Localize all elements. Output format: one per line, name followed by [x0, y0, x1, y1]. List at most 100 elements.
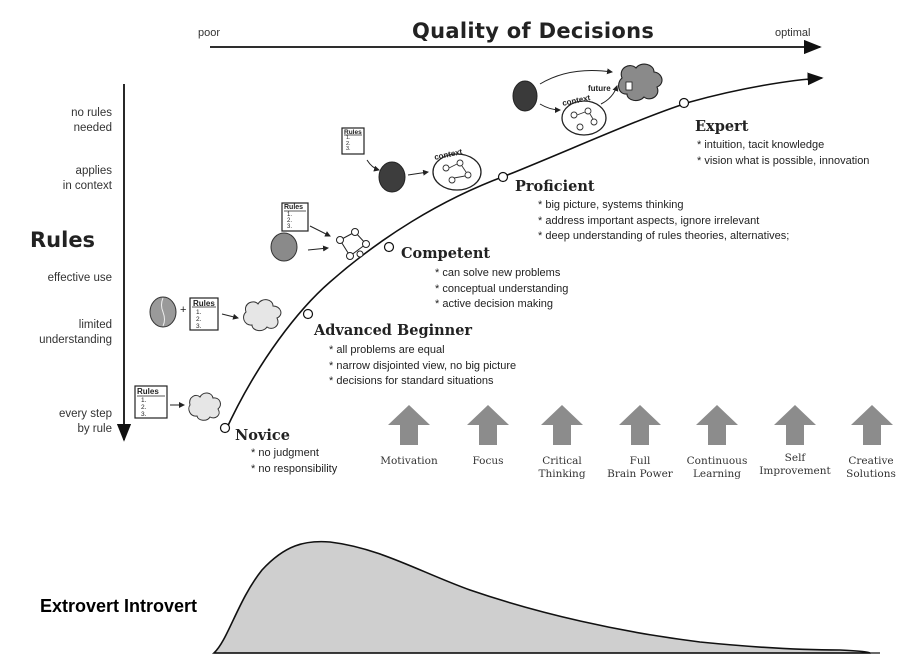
- stage-point: * no responsibility: [251, 462, 338, 475]
- advanced-beginner-illustration: [149, 296, 282, 332]
- novice-rules-card-items: 1. 2. 3.: [141, 397, 146, 418]
- stage-competent: Competent * can solve new problems * con…: [401, 245, 568, 313]
- stage-competent-title: Competent: [401, 245, 491, 262]
- driver-label-line: Self: [784, 452, 806, 464]
- rules-level-line: by rule: [77, 423, 112, 435]
- rules-axis-title: Rules: [30, 228, 96, 252]
- expert-illustration: [512, 63, 663, 136]
- novice-illustration: [134, 385, 221, 421]
- stage-expert: Expert * intuition, tacit knowledge * vi…: [695, 118, 869, 169]
- quality-axis-right-label: optimal: [775, 27, 811, 39]
- rules-level-applies: applies in context: [63, 164, 112, 194]
- proficient-marker: [497, 171, 509, 183]
- driver-label-line: Brain Power: [607, 468, 673, 480]
- driver-label-line: Creative: [848, 455, 894, 467]
- driver-label-line: Thinking: [538, 468, 586, 480]
- rules-level-every-step: every step by rule: [59, 407, 112, 437]
- rules-card-item: 1.: [287, 212, 293, 218]
- stage-point: * conceptual understanding: [435, 282, 569, 295]
- rules-card-item: 1.: [196, 309, 202, 316]
- rules-level-limited: limited understanding: [39, 318, 112, 348]
- stage-point: * address important aspects, ignore irre…: [538, 214, 760, 227]
- proficient-rules-card-items: 1. 2. 3.: [346, 135, 351, 153]
- rules-level-line: no rules: [71, 107, 112, 119]
- competent-rules-card-items: 1. 2. 3.: [287, 212, 292, 230]
- driver-continuous-learning: Continuous Learning: [681, 455, 753, 481]
- stage-proficient-points: * big picture, systems thinking * addres…: [538, 198, 789, 245]
- stage-point: * vision what is possible, innovation: [697, 154, 870, 167]
- driver-self-improvement: Self Improvement: [757, 452, 833, 478]
- extrovert-introvert-distribution: [211, 540, 871, 654]
- stage-point: * intuition, tacit knowledge: [697, 139, 825, 151]
- driver-label-line: Motivation: [380, 455, 438, 467]
- stage-advanced-beginner: Advanced Beginner * all problems are equ…: [314, 322, 516, 390]
- stage-expert-points: * intuition, tacit knowledge * vision wh…: [697, 138, 869, 169]
- expert-marker: [678, 97, 690, 109]
- rules-card-item: 2.: [196, 316, 202, 323]
- stage-advanced-beginner-title: Advanced Beginner: [314, 322, 473, 339]
- driver-label-line: Learning: [692, 468, 742, 480]
- competent-illustration: [270, 202, 370, 262]
- rules-card-item: 3.: [196, 323, 202, 330]
- stage-advanced-beginner-points: * all problems are equal * narrow disjoi…: [329, 343, 516, 390]
- rules-card-item: 1.: [141, 397, 147, 404]
- rules-card-item: 2.: [141, 404, 147, 411]
- rules-card-item: 3.: [141, 411, 147, 418]
- rules-card-item: 1.: [346, 135, 351, 141]
- driver-label-line: Solutions: [846, 468, 896, 480]
- driver-label-line: Full: [629, 455, 651, 467]
- driver-motivation: Motivation: [379, 455, 439, 468]
- extrovert-introvert-label: Extrovert Introvert: [40, 596, 198, 616]
- rules-level-line: every step: [58, 408, 112, 420]
- novice-rules-card-title: Rules: [137, 387, 159, 396]
- stage-point: * no judgment: [251, 447, 319, 459]
- rules-level-line: applies: [75, 165, 112, 177]
- driver-label-line: Improvement: [759, 465, 831, 477]
- quality-axis-title: Quality of Decisions: [412, 19, 655, 43]
- advanced-rules-card-items: 1. 2. 3.: [196, 309, 201, 330]
- rules-card-item: 2.: [346, 140, 351, 147]
- driver-label-line: Critical: [542, 455, 582, 467]
- rules-card-item: 3.: [346, 146, 351, 152]
- proficient-rules-card-title: Rules: [344, 129, 362, 136]
- proficient-illustration: [341, 127, 482, 193]
- driver-critical-thinking: Critical Thinking: [532, 455, 592, 481]
- stage-point: * deep understanding of rules theories, …: [538, 230, 790, 242]
- driver-label-line: Continuous: [686, 455, 748, 467]
- stage-point: * all problems are equal: [329, 344, 445, 356]
- rules-level-no-rules: no rules needed: [71, 106, 112, 136]
- novice-marker: [219, 422, 231, 434]
- rules-card-item: 2.: [287, 218, 293, 224]
- advanced-rules-card-title: Rules: [193, 299, 215, 308]
- rules-level-line: effective use: [47, 272, 112, 284]
- driver-label-line: Focus: [472, 455, 504, 467]
- stage-point: * narrow disjointed view, no big picture: [329, 359, 517, 372]
- quality-axis-left-label: poor: [198, 27, 221, 39]
- rules-level-line: in context: [62, 180, 112, 192]
- rules-level-line: needed: [73, 122, 112, 134]
- stage-point: * active decision making: [435, 298, 554, 310]
- rules-card-item: 3.: [287, 224, 293, 230]
- rules-level-line: limited: [78, 319, 112, 331]
- stage-proficient-title: Proficient: [515, 178, 595, 195]
- stage-novice-title: Novice: [235, 427, 290, 444]
- competent-rules-card-title: Rules: [284, 204, 304, 211]
- stage-novice-points: * no judgment * no responsibility: [251, 446, 337, 477]
- competent-marker: [383, 241, 395, 253]
- rules-level-line: understanding: [39, 334, 112, 346]
- driver-focus: Focus: [458, 455, 518, 468]
- stage-point: * big picture, systems thinking: [538, 199, 684, 211]
- stage-proficient: Proficient * big picture, systems thinki…: [515, 178, 789, 245]
- rules-level-effective: effective use: [48, 271, 112, 286]
- driver-full-brain-power: Full Brain Power: [604, 455, 676, 481]
- advanced-beginner-marker: [302, 308, 314, 320]
- driver-creative-solutions: Creative Solutions: [836, 455, 906, 481]
- stage-competent-points: * can solve new problems * conceptual un…: [435, 266, 568, 313]
- stage-point: * decisions for standard situations: [329, 375, 494, 387]
- stage-expert-title: Expert: [695, 118, 749, 135]
- stage-novice: Novice * no judgment * no responsibility: [235, 427, 337, 477]
- stage-point: * can solve new problems: [435, 267, 561, 279]
- expert-future-label: future: [588, 84, 611, 93]
- plus-sign: +: [180, 304, 187, 316]
